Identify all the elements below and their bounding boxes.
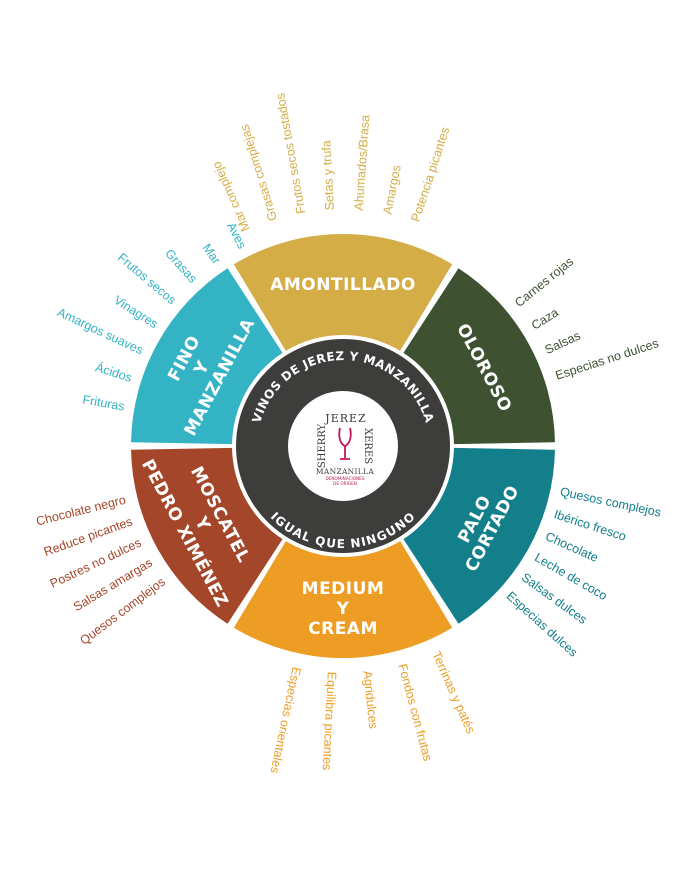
pairing-amontillado: Potencia picantes bbox=[409, 125, 453, 223]
segment-label-line: AMONTILLADO bbox=[270, 275, 416, 295]
segment-oloroso bbox=[403, 268, 555, 445]
pairing-fino: Mar bbox=[200, 241, 224, 267]
inner-ring: VINOS DE JEREZ Y MANZANILLA IGUAL QUE NI… bbox=[236, 339, 450, 553]
logo-denominaciones: DENOMINACIONES bbox=[326, 476, 365, 481]
pairing-oloroso: Carnes rojas bbox=[512, 254, 576, 309]
pairing-fino: Ácidos bbox=[94, 359, 134, 385]
logo-manzanilla: MANZANILLA bbox=[316, 467, 374, 476]
sherry-glass-icon bbox=[338, 427, 352, 460]
pairing-medium_cream: Terrinas y patés bbox=[429, 649, 478, 735]
logo-sherry: SHERRY bbox=[317, 423, 328, 468]
logo-xeres: XERES bbox=[362, 428, 373, 464]
segment-amontillado bbox=[233, 233, 453, 351]
pairing-medium_cream: Especias orientales bbox=[267, 666, 303, 775]
pairing-amontillado: Grasas complejas bbox=[237, 123, 280, 223]
segment-fino bbox=[131, 268, 283, 445]
logo-disc bbox=[288, 391, 398, 501]
pairing-fino: Vinagres bbox=[111, 293, 160, 331]
logo-jerez: JEREZ bbox=[324, 412, 366, 425]
segment-palo_cortado bbox=[403, 447, 555, 624]
pairing-fino: Grasas bbox=[162, 246, 199, 285]
segment-label-line: Y bbox=[336, 599, 350, 619]
pairing-medium_cream: Agridulces bbox=[360, 670, 380, 730]
pairing-amontillado: Amargos bbox=[380, 164, 403, 216]
segment-moscatel bbox=[131, 447, 283, 624]
pairing-amontillado: Ahumados/Brasa bbox=[352, 114, 373, 211]
pairing-oloroso: Salsas bbox=[543, 328, 583, 357]
pairing-medium_cream: Equilibra picantes bbox=[320, 671, 339, 770]
segment-label-amontillado: AMONTILLADO bbox=[270, 275, 416, 295]
pairing-medium_cream: Fondos con frutas bbox=[395, 662, 434, 762]
segments-layer: AMONTILLADOOLOROSOPALOCORTADOMEDIUMYCREA… bbox=[131, 233, 555, 659]
segment-label-line: CREAM bbox=[308, 619, 378, 639]
pairing-amontillado: Frutos secos tostados bbox=[273, 92, 308, 215]
pairing-fino: Frituras bbox=[82, 393, 126, 414]
segment-label-line: MEDIUM bbox=[302, 579, 385, 599]
logo-de-origen: DE ORIGEN bbox=[333, 481, 357, 486]
segment-medium_cream bbox=[233, 541, 453, 659]
pairing-oloroso: Caza bbox=[529, 305, 561, 332]
pairing-amontillado: Setas y trufa bbox=[319, 140, 337, 211]
logo: JEREZ XERES SHERRY MANZANILLA DENOMINACI… bbox=[316, 412, 374, 486]
